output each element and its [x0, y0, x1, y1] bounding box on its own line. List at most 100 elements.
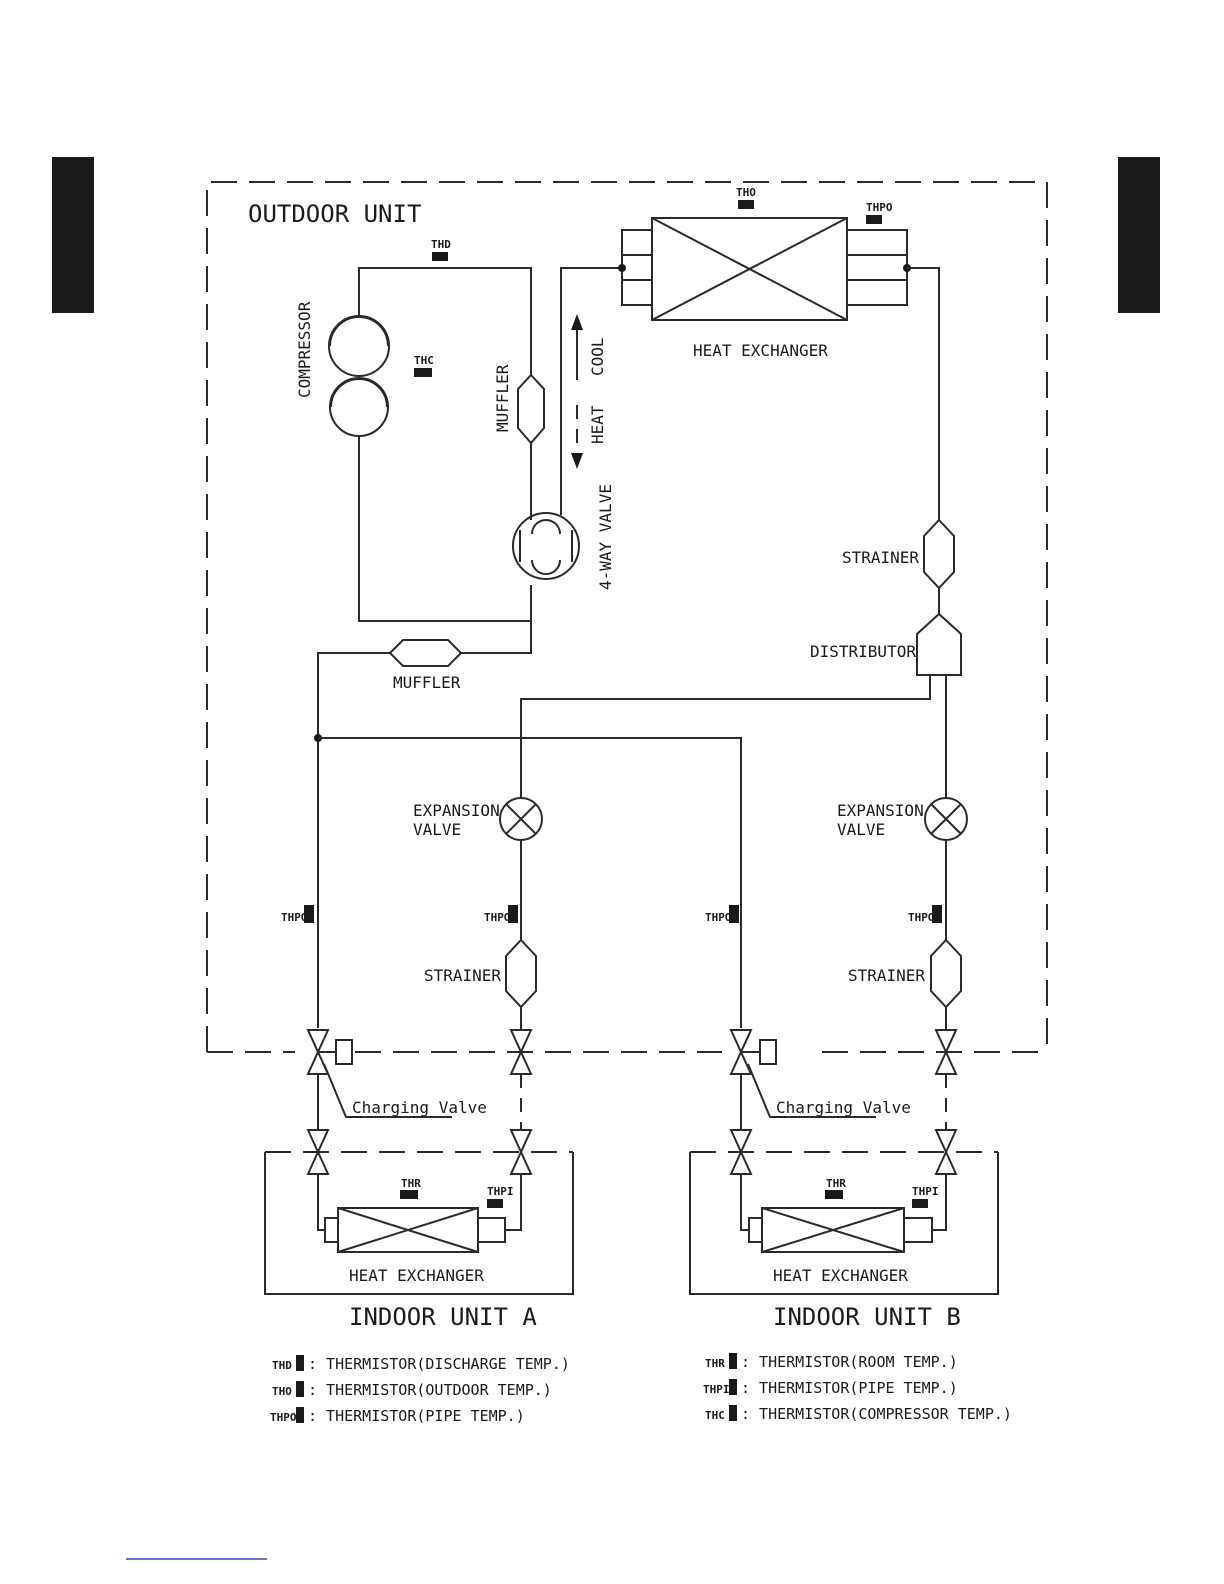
- indoor-unit-a-boundary: [264, 1151, 574, 1295]
- outdoor-heat-exchanger-label: HEAT EXCHANGER: [693, 341, 828, 360]
- legend-item: THR : THERMISTOR(ROOM TEMP.): [705, 1353, 958, 1371]
- legend-item: THPI : THERMISTOR(PIPE TEMP.): [703, 1379, 958, 1397]
- indoor-unit-a-valves: [306, 1129, 533, 1175]
- outdoor-strainer: [923, 518, 955, 590]
- upper-muffler-label: MUFFLER: [493, 364, 512, 432]
- legend-right: THR : THERMISTOR(ROOM TEMP.) THPI : THER…: [703, 1353, 1012, 1423]
- svg-text:THPI: THPI: [487, 1185, 514, 1198]
- expansion-valve-a-label-2: VALVE: [413, 820, 461, 839]
- heat-arrow: [571, 405, 583, 469]
- pipe-distributor-to-expansion-a: [520, 675, 931, 798]
- expansion-valve-a-label-1: EXPANSION: [413, 801, 500, 820]
- thermistor-compressor-icon: THC: [414, 354, 434, 377]
- svg-text:THPO: THPO: [484, 911, 511, 924]
- svg-text:THO: THO: [736, 186, 756, 199]
- svg-text:THC: THC: [414, 354, 434, 367]
- service-valve-gas-b: [729, 1029, 777, 1075]
- thermistor-pipe-outdoor-icon-2: THPO: [484, 905, 518, 924]
- thermistor-pipe-outdoor-icon-top: THPO: [866, 201, 893, 224]
- compressor-label: COMPRESSOR: [295, 301, 314, 398]
- cool-label: COOL: [588, 337, 607, 376]
- distributor: [916, 612, 962, 676]
- svg-text:: THERMISTOR(PIPE TEMP.): : THERMISTOR(PIPE TEMP.): [308, 1407, 525, 1425]
- indoor-unit-b-heat-exchanger-label: HEAT EXCHANGER: [773, 1266, 908, 1285]
- thermistor-pipe-outdoor-icon-4: THPO: [908, 905, 942, 924]
- svg-text:THPO: THPO: [705, 911, 732, 924]
- indoor-unit-b-valves: [729, 1129, 958, 1175]
- outdoor-unit-boundary: [206, 181, 1048, 1053]
- expansion-valve-b: [924, 797, 968, 841]
- svg-text:THPO: THPO: [281, 911, 308, 924]
- thermistor-room-icon-a: THR: [400, 1177, 421, 1199]
- expansion-valve-b-label-1: EXPANSION: [837, 801, 924, 820]
- svg-text:: THERMISTOR(COMPRESSOR TEMP.): : THERMISTOR(COMPRESSOR TEMP.): [741, 1405, 1012, 1423]
- suction-line: [317, 652, 390, 1028]
- distributor-label: DISTRIBUTOR: [810, 642, 916, 661]
- thermistor-pipe-indoor-icon-b: THPI: [912, 1185, 939, 1208]
- strainer-a: [505, 938, 537, 1009]
- charging-valve-a-leader: [323, 1063, 452, 1118]
- legend-item: THPO : THERMISTOR(PIPE TEMP.): [270, 1407, 525, 1425]
- left-page-tab: [52, 157, 94, 313]
- thermistor-discharge-icon: THD: [431, 238, 451, 261]
- indoor-unit-a-heat-exchanger-label: HEAT EXCHANGER: [349, 1266, 484, 1285]
- svg-text:: THERMISTOR(DISCHARGE TEMP.): : THERMISTOR(DISCHARGE TEMP.): [308, 1355, 570, 1373]
- thermistor-pipe-outdoor-icon-1: THPO: [281, 905, 314, 924]
- svg-text:THD: THD: [272, 1359, 292, 1372]
- indoor-unit-b-heat-exchanger: [740, 1174, 947, 1253]
- expansion-valve-a: [499, 797, 543, 841]
- outdoor-heat-exchanger: [618, 217, 911, 321]
- svg-text:: THERMISTOR(OUTDOOR TEMP.): : THERMISTOR(OUTDOOR TEMP.): [308, 1381, 552, 1399]
- svg-text:THR: THR: [826, 1177, 846, 1190]
- legend-item: THC : THERMISTOR(COMPRESSOR TEMP.): [705, 1405, 1012, 1423]
- svg-text:THPO: THPO: [866, 201, 893, 214]
- pipe-valve-to-exchanger: [560, 267, 622, 515]
- svg-text:THC: THC: [705, 1409, 725, 1422]
- legend-item: THO : THERMISTOR(OUTDOOR TEMP.): [272, 1381, 552, 1399]
- svg-text:THPO: THPO: [908, 911, 935, 924]
- svg-text:THR: THR: [705, 1357, 725, 1370]
- thermistor-pipe-outdoor-icon-3: THPO: [705, 905, 739, 924]
- legend-item: THD : THERMISTOR(DISCHARGE TEMP.): [272, 1355, 570, 1373]
- upper-muffler: [517, 373, 545, 445]
- legend-left: THD : THERMISTOR(DISCHARGE TEMP.) THO : …: [270, 1355, 570, 1425]
- cool-arrow: [571, 314, 583, 380]
- heat-label: HEAT: [588, 405, 607, 444]
- gas-branch-b: [318, 737, 742, 1028]
- lower-muffler: [388, 639, 463, 667]
- expansion-valve-b-label-2: VALVE: [837, 820, 885, 839]
- svg-text:: THERMISTOR(PIPE TEMP.): : THERMISTOR(PIPE TEMP.): [741, 1379, 958, 1397]
- outdoor-unit-title: OUTDOOR UNIT: [248, 200, 421, 228]
- charging-valve-a-label: Charging Valve: [352, 1098, 487, 1117]
- svg-text:THPI: THPI: [912, 1185, 939, 1198]
- four-way-valve-label: 4-WAY VALVE: [596, 484, 615, 590]
- right-page-tab: [1118, 157, 1160, 313]
- svg-text:THO: THO: [272, 1385, 292, 1398]
- svg-text:THR: THR: [401, 1177, 421, 1190]
- charging-valve-b-label: Charging Valve: [776, 1098, 911, 1117]
- compressor: [328, 315, 390, 437]
- pipe-exchanger-to-strainer: [907, 267, 940, 520]
- lower-muffler-label: MUFFLER: [393, 673, 461, 692]
- svg-text:THPI: THPI: [703, 1383, 730, 1396]
- svg-text:THPO: THPO: [270, 1411, 297, 1424]
- pipe-valve-to-lower-muffler: [461, 585, 532, 654]
- compressor-loop-pipes: [358, 267, 532, 622]
- svg-text:THD: THD: [431, 238, 451, 251]
- thermistor-outdoor-icon: THO: [736, 186, 756, 209]
- four-way-valve: [512, 508, 580, 580]
- strainer-b: [930, 938, 962, 1009]
- indoor-unit-a-heat-exchanger: [317, 1174, 522, 1253]
- indoor-unit-a-title: INDOOR UNIT A: [349, 1303, 537, 1331]
- strainer-b-label: STRAINER: [848, 966, 925, 985]
- svg-text:: THERMISTOR(ROOM TEMP.): : THERMISTOR(ROOM TEMP.): [741, 1353, 958, 1371]
- service-valve-gas-a: [306, 1029, 353, 1075]
- charging-valve-b-leader: [747, 1063, 876, 1118]
- thermistor-room-icon-b: THR: [825, 1177, 846, 1199]
- indoor-unit-b-title: INDOOR UNIT B: [773, 1303, 961, 1331]
- thermistor-pipe-indoor-icon-a: THPI: [487, 1185, 514, 1208]
- strainer-a-label: STRAINER: [424, 966, 501, 985]
- service-valve-liquid-a: [509, 1029, 533, 1075]
- outdoor-strainer-label: STRAINER: [842, 548, 919, 567]
